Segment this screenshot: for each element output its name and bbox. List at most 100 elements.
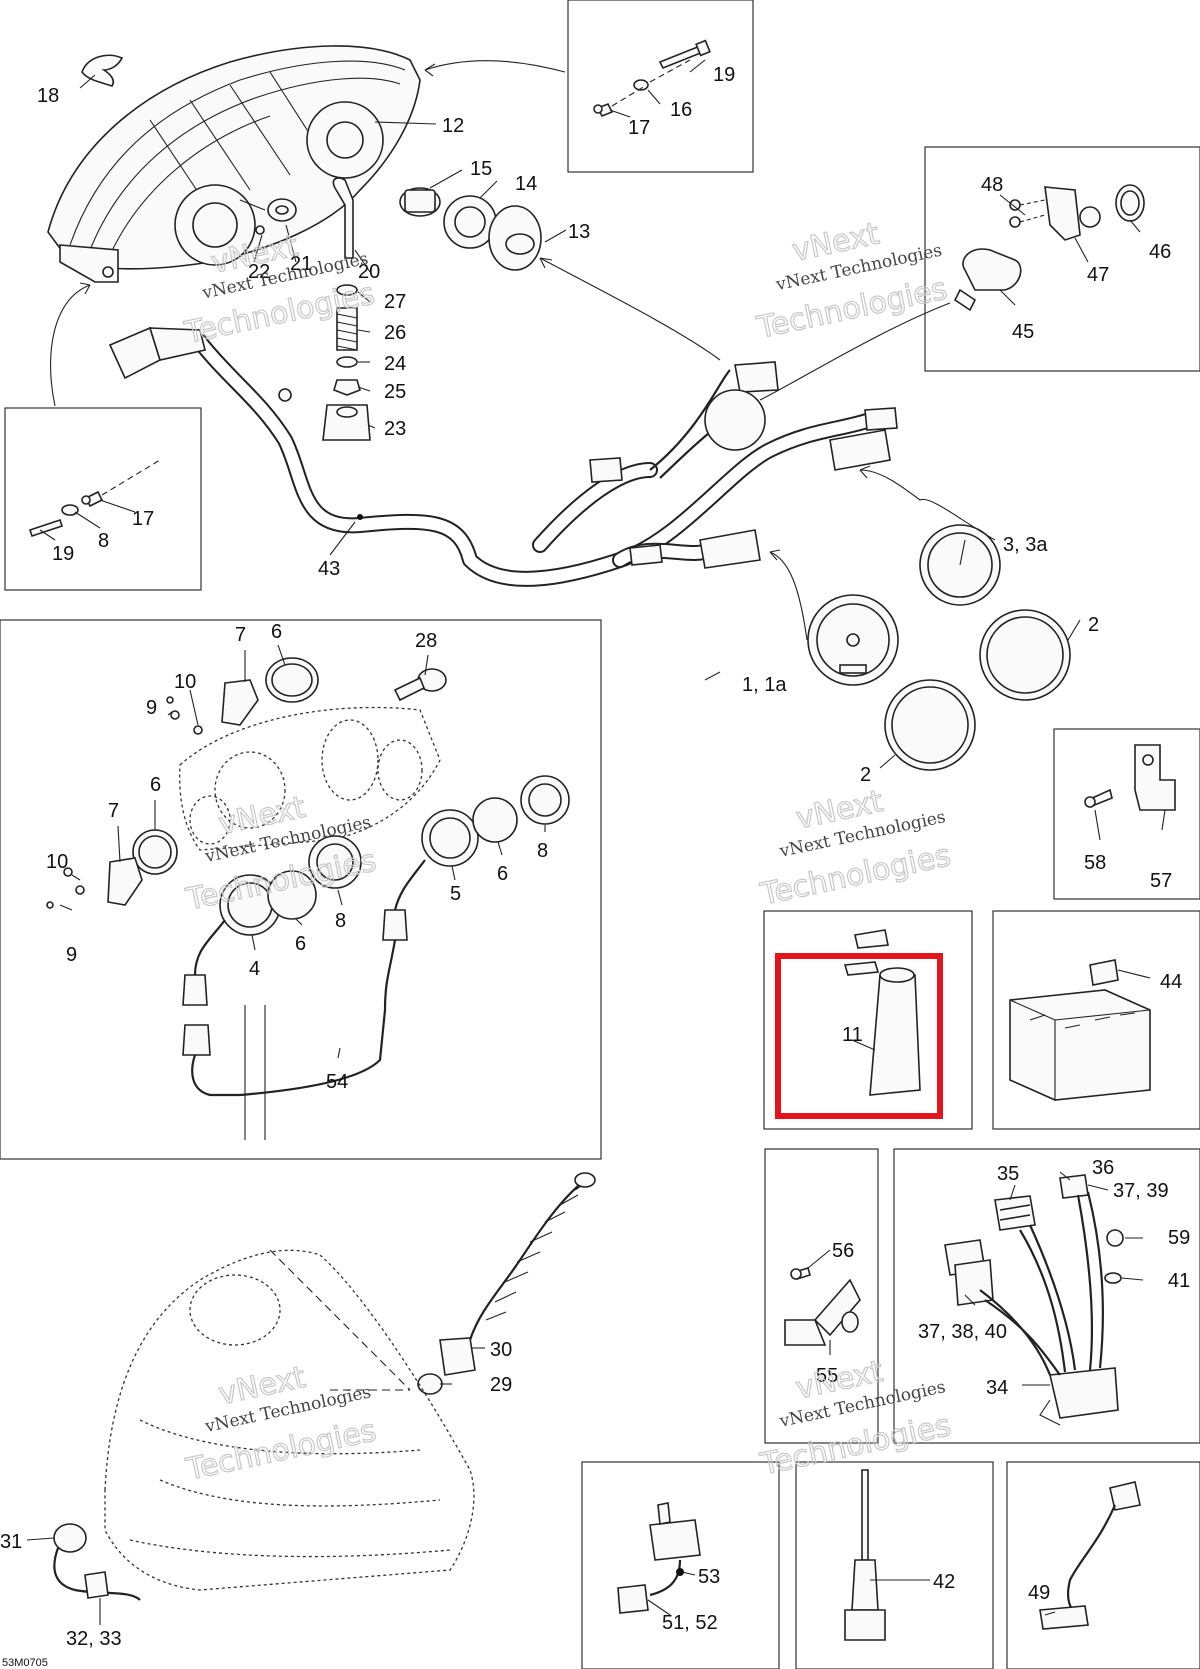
callout-55: 55 [816,1365,838,1387]
callout-26: 26 [384,322,406,344]
highlight-box [775,953,943,1119]
callout-20: 20 [358,261,380,283]
inset-box-clip [764,1148,879,1444]
callout-10-top: 10 [174,671,196,693]
callout-22: 22 [248,261,270,283]
callout-7-top: 7 [235,624,246,646]
lanyard [417,1172,596,1395]
callout-24: 24 [384,353,406,375]
callout-37-38-40: 37, 38, 40 [918,1321,1007,1343]
inset-box-screws-top [567,0,754,173]
callout-17-top: 17 [628,117,650,139]
inset-box-sensor [763,910,973,1130]
headlight-assembly [47,45,421,283]
grommet-21-22 [255,198,297,235]
callout-44: 44 [1160,971,1182,993]
callout-35: 35 [997,1163,1019,1185]
switch-53 [617,1502,701,1614]
callout-16: 16 [670,99,692,121]
callout-17-left: 17 [132,508,154,530]
callout-10-low: 10 [46,851,68,873]
screws-top [593,39,711,118]
callout-25: 25 [384,381,406,403]
callout-46: 46 [1149,241,1171,263]
callout-45: 45 [1012,321,1034,343]
callout-31: 31 [0,1531,22,1553]
callout-12: 12 [442,115,464,137]
callout-36: 36 [1092,1157,1114,1179]
callout-42: 42 [933,1571,955,1593]
callout-9-low: 9 [66,944,77,966]
callout-8-left: 8 [98,530,109,552]
leader-lines [26,59,1166,1625]
callout-15: 15 [470,158,492,180]
flasher-parts [953,184,1145,312]
callout-53: 53 [698,1566,720,1588]
inset-box-flasher [924,146,1200,372]
callout-8-right: 8 [537,840,548,862]
callout-43: 43 [318,558,340,580]
callout-3-3a: 3, 3a [1003,534,1048,556]
bulb-parts [399,187,542,271]
callout-13: 13 [568,221,590,243]
callout-23: 23 [384,418,406,440]
callout-49: 49 [1028,1582,1050,1604]
sensor-11 [843,929,921,1096]
callout-4: 4 [249,958,260,980]
probe-42 [844,1469,886,1641]
callout-8-mid: 8 [335,910,346,932]
callout-1-1a: 1, 1a [742,674,787,696]
callout-54: 54 [326,1071,348,1093]
callout-6-left: 6 [150,774,161,796]
switch-31 [53,1523,141,1601]
callout-11: 11 [842,1024,863,1046]
adjuster-stack [322,177,371,441]
callout-56: 56 [832,1240,854,1262]
callout-9-top: 9 [146,697,157,719]
fuse-box [1009,959,1151,1101]
callout-51-52: 51, 52 [662,1612,718,1634]
callout-37-39: 37, 39 [1113,1180,1169,1202]
callout-14: 14 [515,173,537,195]
clip-parts [784,1266,861,1346]
cluster-parts [46,657,570,1140]
callout-58: 58 [1084,852,1106,874]
wiring-harness [108,326,898,587]
callout-21: 21 [290,253,312,275]
inset-box-regulator [893,1148,1200,1444]
callout-48: 48 [981,174,1003,196]
inset-box-screws-left [4,407,202,591]
inset-box-probe [795,1461,994,1669]
callout-59: 59 [1168,1227,1190,1249]
inset-box-bracket [1053,728,1200,900]
console-outline [104,1249,475,1591]
inset-box-sensor-wire [1006,1461,1200,1669]
callout-19-top: 19 [713,64,735,86]
callout-34: 34 [986,1377,1008,1399]
sensor-49 [1039,1481,1141,1630]
screws-left [28,459,161,538]
callout-28: 28 [415,630,437,652]
inset-box-switch [581,1461,780,1669]
gauges-right [807,524,1071,771]
callout-2-right: 2 [1088,614,1099,636]
callout-27: 27 [384,291,406,313]
callout-30: 30 [490,1339,512,1361]
callout-6-mid: 6 [295,933,306,955]
inset-box-fuse [992,910,1200,1130]
callout-2-low: 2 [860,764,871,786]
callout-6-right: 6 [497,863,508,885]
callout-6-top: 6 [271,621,282,643]
bracket-parts [1084,744,1176,811]
regulator-parts [944,1174,1124,1426]
callout-47: 47 [1087,264,1109,286]
callout-18: 18 [37,85,59,107]
callout-19-left: 19 [52,543,74,565]
callout-41: 41 [1168,1270,1190,1292]
inset-box-cluster [0,619,602,1160]
diagram-ref-code: 53M0705 [2,1657,48,1669]
callout-5: 5 [450,883,461,905]
callout-7-low: 7 [108,800,119,822]
